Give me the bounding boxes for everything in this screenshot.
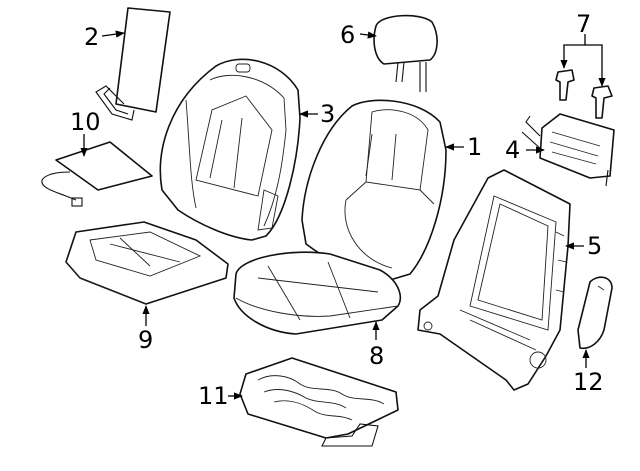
- callout-10: 10: [70, 108, 101, 136]
- seat-cushion-cover-part: [233, 251, 402, 335]
- callout-9: 9: [138, 326, 153, 354]
- back-panel-part: [95, 7, 171, 121]
- seat-cushion-pad-part: [65, 221, 229, 305]
- callout-4: 4: [505, 136, 520, 164]
- callout-12: 12: [573, 368, 604, 396]
- seat-frame-part: [239, 357, 399, 447]
- leader-lines: [80, 30, 606, 400]
- callout-5: 5: [587, 232, 602, 260]
- seat-back-cover-part: [301, 99, 447, 281]
- headrest-guides-part: [555, 69, 613, 119]
- callout-7: 7: [576, 10, 591, 38]
- heater-pad-part: [41, 141, 153, 207]
- callout-labels: 1 2 3 4 5 6 7 8 9 10 11 12: [70, 10, 604, 410]
- headrest-part: [373, 14, 438, 92]
- seat-back-frame-part: [417, 169, 571, 391]
- callout-1: 1: [467, 133, 482, 161]
- callout-3: 3: [320, 100, 335, 128]
- callout-11: 11: [198, 382, 229, 410]
- lumbar-support-part: [521, 113, 615, 187]
- callout-8: 8: [369, 342, 384, 370]
- callout-2: 2: [84, 23, 99, 51]
- back-cushion-pad-part: [159, 58, 301, 241]
- side-shield-part: [577, 276, 613, 350]
- callout-6: 6: [340, 21, 355, 49]
